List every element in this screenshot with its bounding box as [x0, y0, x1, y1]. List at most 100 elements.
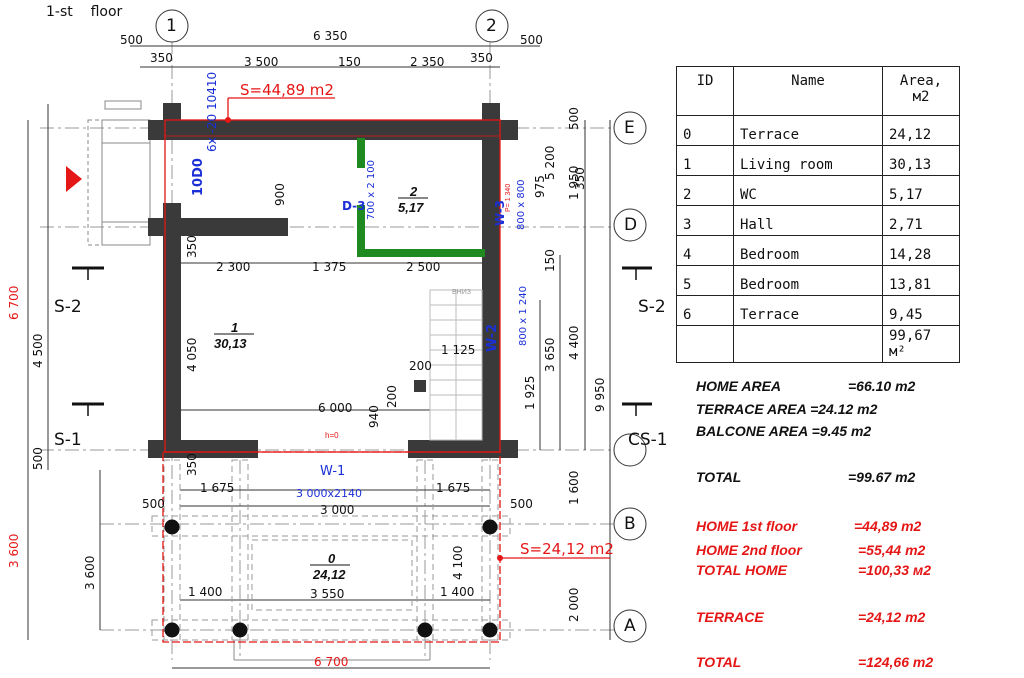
dim-right-2000: 2 000: [567, 588, 581, 622]
summary-key: TERRACE: [696, 609, 764, 625]
dim-left-3600: 3 600: [83, 556, 97, 590]
dim-left-500: 500: [31, 447, 45, 470]
dim-top-right500: 500: [520, 33, 543, 47]
cell-area: 30,13: [882, 145, 960, 176]
dim-inner-1675b: 1 675: [436, 481, 470, 495]
dim-right-9950: 9 950: [593, 378, 607, 412]
dim-right-4400: 4 400: [567, 326, 581, 360]
axis-bubbles: [155, 9, 647, 643]
cell-id: 4: [676, 235, 734, 266]
summary-value: =44,89 m2: [854, 518, 922, 534]
window-w3-size: 800 x 800: [516, 180, 527, 230]
cell-name: Living room: [733, 145, 883, 176]
table-header-row: ID Name Area, м2: [676, 66, 960, 116]
room-wc: 2 5,17: [398, 184, 428, 215]
dim-inner-4100: 4 100: [451, 546, 465, 580]
dim-right-1600: 1 600: [567, 471, 581, 505]
window-w3-label: W-3: [493, 200, 507, 226]
dim-inner-350b: 350: [185, 453, 199, 476]
dim-inner-200a: 200: [409, 359, 432, 373]
dim-inner-2500: 2 500: [406, 260, 440, 274]
dimension-lines: [27, 45, 611, 669]
dim-top-total: 6 350: [313, 29, 347, 43]
header-id: ID: [676, 66, 734, 116]
header-area: Area, м2: [882, 66, 960, 116]
summary-key: TOTAL: [696, 654, 742, 670]
axis-label-1: 1: [166, 16, 177, 36]
floor-title: 1-st floor: [46, 4, 122, 20]
cell-name: Bedroom: [733, 235, 883, 266]
floor-title-word: floor: [90, 4, 123, 20]
dim-right-1950: 1 950: [567, 166, 581, 200]
summary-value: =55,44 m2: [858, 542, 926, 558]
terrace-columns: [164, 519, 498, 638]
dim-inner-940: 940: [367, 405, 381, 428]
table-total-row: 99,67 м²: [676, 325, 960, 363]
room-number: 1: [231, 320, 238, 335]
dim-inner-500a: 500: [142, 497, 165, 511]
dim-inner-6700: 6 700: [314, 655, 348, 669]
summary-key: BALCONE AREA =9.45 m2: [696, 423, 872, 439]
section-marks: [72, 266, 652, 416]
header-name: Name: [733, 66, 883, 116]
dim-inner-1375: 1 375: [312, 260, 346, 274]
room-number: 2: [409, 184, 418, 199]
dim-inner-1400a: 1 400: [188, 585, 222, 599]
summary-value: =100,33 м2: [858, 562, 932, 578]
summary-key: HOME 2nd floor: [696, 542, 802, 558]
window-w1-size: 3 000x2140: [296, 487, 362, 500]
dim-right-150: 150: [543, 249, 557, 272]
summary-key: HOME 1st floor: [696, 518, 798, 534]
cell-name: Terrace: [733, 295, 883, 326]
cell-name: WC: [733, 175, 883, 206]
dim-right-350: 350: [573, 167, 587, 190]
section-cs1-right: CS-1: [628, 430, 668, 450]
cell-id: 2: [676, 175, 734, 206]
section-s2-left: S-2: [54, 297, 82, 317]
dim-inner-1125: 1 125: [441, 343, 475, 357]
door-d0-label: 10D0: [191, 158, 206, 196]
window-w1-label: W-1: [320, 464, 345, 479]
axis-label-a: A: [624, 616, 636, 636]
dim-right-3650: 3 650: [543, 338, 557, 372]
home-area-label: S=44,89 m2: [240, 81, 334, 99]
cell-id: 6: [676, 295, 734, 326]
dim-inner-6000: 6 000: [318, 401, 352, 415]
cell-id: 1: [676, 145, 734, 176]
cell-id: 3: [676, 205, 734, 236]
area-outlines: [162, 97, 610, 643]
summary-value: =66.10 m2: [848, 378, 916, 394]
summary-value: =24,12 m2: [858, 609, 926, 625]
dim-right-500: 500: [567, 107, 581, 130]
summary-key: TOTAL: [696, 469, 742, 485]
dim-inner-2300: 2 300: [216, 260, 250, 274]
cell-area: 13,81: [882, 265, 960, 296]
section-s1-left: S-1: [54, 430, 82, 450]
porch: [87, 100, 431, 661]
door-d0-size: 6x -20 10410: [205, 72, 219, 152]
cell-name: Terrace: [733, 115, 883, 146]
walls: [148, 103, 518, 458]
dim-inner-3000: 3 000: [320, 503, 354, 517]
axis-label-2: 2: [486, 16, 497, 36]
dim-inner-900: 900: [273, 183, 287, 206]
room-area: 24,12: [312, 567, 346, 582]
room-area: 5,17: [398, 200, 424, 215]
terrace-beams: [151, 459, 511, 641]
cell-area: 2,71: [882, 205, 960, 236]
summary-key: TOTAL HOME: [696, 562, 787, 578]
axis-label-d: D: [624, 215, 637, 235]
dim-top-150: 150: [338, 55, 361, 69]
room-number: 0: [328, 551, 336, 566]
dim-top-350a: 350: [150, 51, 173, 65]
home-area-marker: [225, 117, 231, 123]
dim-top-350b: 350: [470, 51, 493, 65]
dim-right-5200: 5 200: [543, 146, 557, 180]
